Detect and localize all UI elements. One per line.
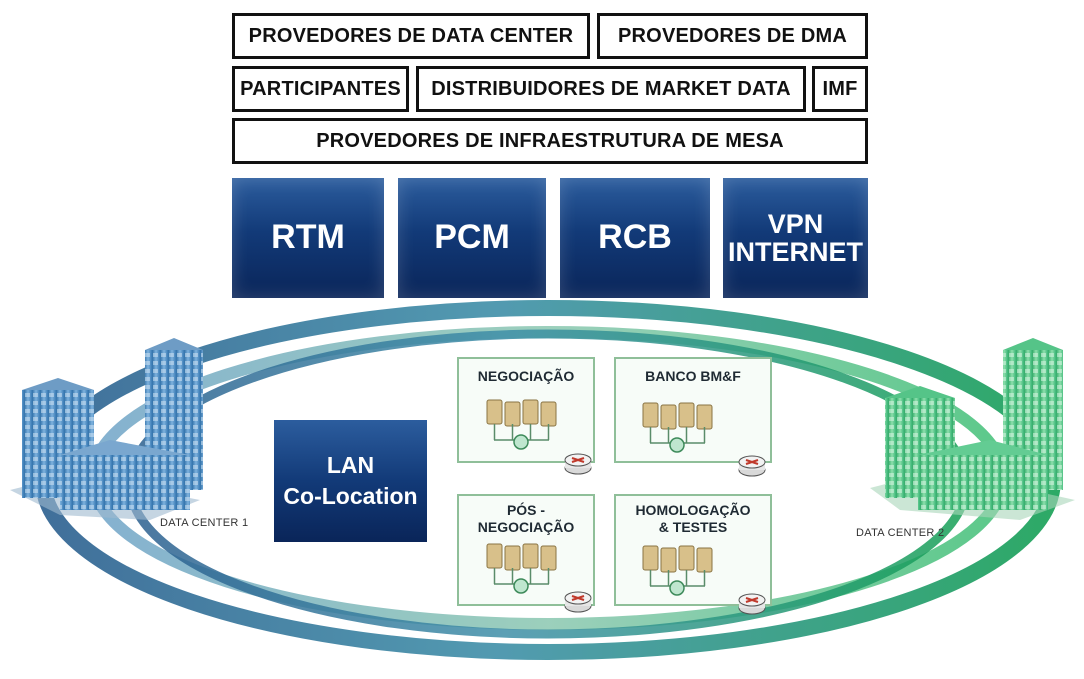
server-icon — [642, 545, 659, 571]
provedores-dma-box: PROVEDORES DE DMA — [597, 13, 868, 59]
router-icon — [564, 453, 592, 475]
colocation-label: Co-Location — [283, 483, 418, 509]
homologacao-line2: & TESTES — [658, 518, 728, 535]
server-cluster-icon — [642, 402, 713, 453]
server-cluster-icon — [486, 543, 557, 594]
server-icon — [696, 404, 713, 430]
rtm-network-block: RTM — [232, 178, 384, 298]
server-icon — [504, 401, 521, 427]
pos-negociacao-line1: PÓS - — [506, 502, 546, 518]
market-data-box: DISTRIBUIDORES DE MARKET DATA — [416, 66, 806, 112]
rcb-network-block: RCB — [560, 178, 710, 298]
server-icon — [642, 402, 659, 428]
building-icon — [870, 338, 1075, 520]
server-icon — [660, 547, 677, 573]
switch-icon — [669, 580, 685, 596]
provedores-dma-label: PROVEDORES DE DMA — [618, 24, 847, 47]
server-icon — [660, 404, 677, 430]
pcm-network-block: PCM — [398, 178, 546, 298]
participantes-label: PARTICIPANTES — [240, 77, 401, 100]
data-center-2-label: DATA CENTER 2 — [856, 527, 945, 539]
pos-negociacao-title: PÓS - NEGOCIAÇÃO — [459, 502, 593, 536]
server-icon — [540, 401, 557, 427]
router-icon — [738, 455, 766, 477]
infraestrutura-mesa-label: PROVEDORES DE INFRAESTRUTURA DE MESA — [316, 129, 784, 152]
lan-colocation-block: LAN Co-Location — [274, 420, 427, 542]
rtm-label: RTM — [271, 218, 345, 257]
server-icon — [522, 543, 539, 569]
imf-label: IMF — [822, 77, 858, 100]
server-icon — [678, 402, 695, 428]
internet-label: INTERNET — [728, 237, 863, 267]
homologacao-testes-title: HOMOLOGAÇÃO & TESTES — [616, 502, 770, 536]
homologacao-line1: HOMOLOGAÇÃO — [635, 502, 751, 518]
negociacao-title: NEGOCIAÇÃO — [477, 368, 575, 384]
server-icon — [486, 399, 503, 425]
switch-icon — [513, 434, 529, 450]
lan-label: LAN — [326, 451, 375, 478]
building-icon — [10, 338, 203, 520]
switch-icon — [669, 437, 685, 453]
server-icon — [540, 545, 557, 571]
server-icon — [522, 399, 539, 425]
banco-bmf-title: BANCO BM&F — [645, 368, 741, 384]
server-icon — [486, 543, 503, 569]
router-icon — [738, 593, 766, 615]
server-icon — [696, 547, 713, 573]
imf-box: IMF — [812, 66, 868, 112]
vpn-label: VPN — [767, 208, 824, 239]
infraestrutura-mesa-box: PROVEDORES DE INFRAESTRUTURA DE MESA — [232, 118, 868, 164]
vpn-internet-network-block: VPN INTERNET — [723, 178, 868, 298]
server-cluster-icon — [642, 545, 713, 596]
server-icon — [678, 545, 695, 571]
participantes-box: PARTICIPANTES — [232, 66, 409, 112]
router-icon — [564, 591, 592, 613]
switch-icon — [513, 578, 529, 594]
server-cluster-icon — [486, 399, 557, 450]
data-center-1-label: DATA CENTER 1 — [160, 517, 249, 529]
rcb-label: RCB — [598, 218, 672, 257]
server-icon — [504, 545, 521, 571]
pos-negociacao-line2: NEGOCIAÇÃO — [477, 518, 575, 535]
provedores-data-center-label: PROVEDORES DE DATA CENTER — [248, 24, 574, 47]
market-data-label: DISTRIBUIDORES DE MARKET DATA — [431, 77, 791, 100]
pcm-label: PCM — [434, 218, 510, 257]
provedores-data-center-box: PROVEDORES DE DATA CENTER — [232, 13, 590, 59]
